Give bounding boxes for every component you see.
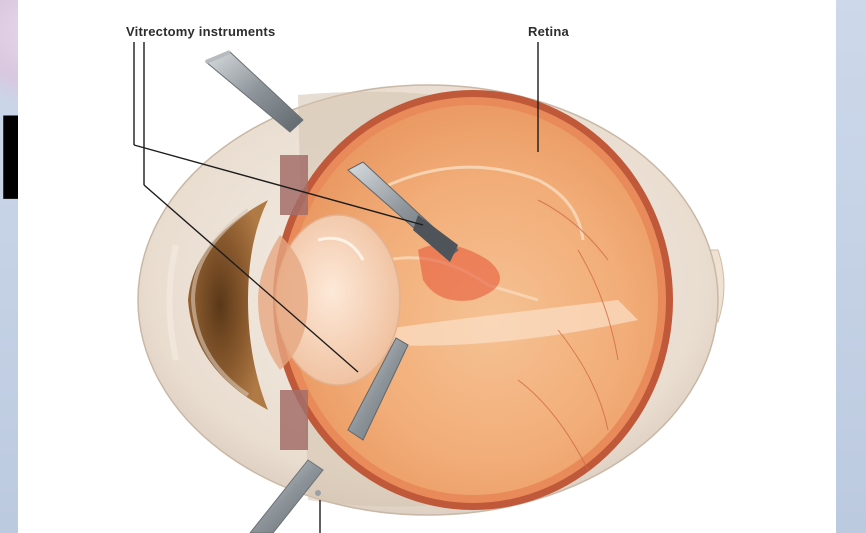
eye-cross-section-illustration: [18, 0, 836, 533]
diagram-panel: Vitrectomy instruments Retina: [18, 0, 836, 533]
vitrectomy-instrument-icon: [206, 52, 303, 132]
label-vitrectomy-instruments: Vitrectomy instruments: [126, 24, 275, 39]
label-retina: Retina: [528, 24, 569, 39]
